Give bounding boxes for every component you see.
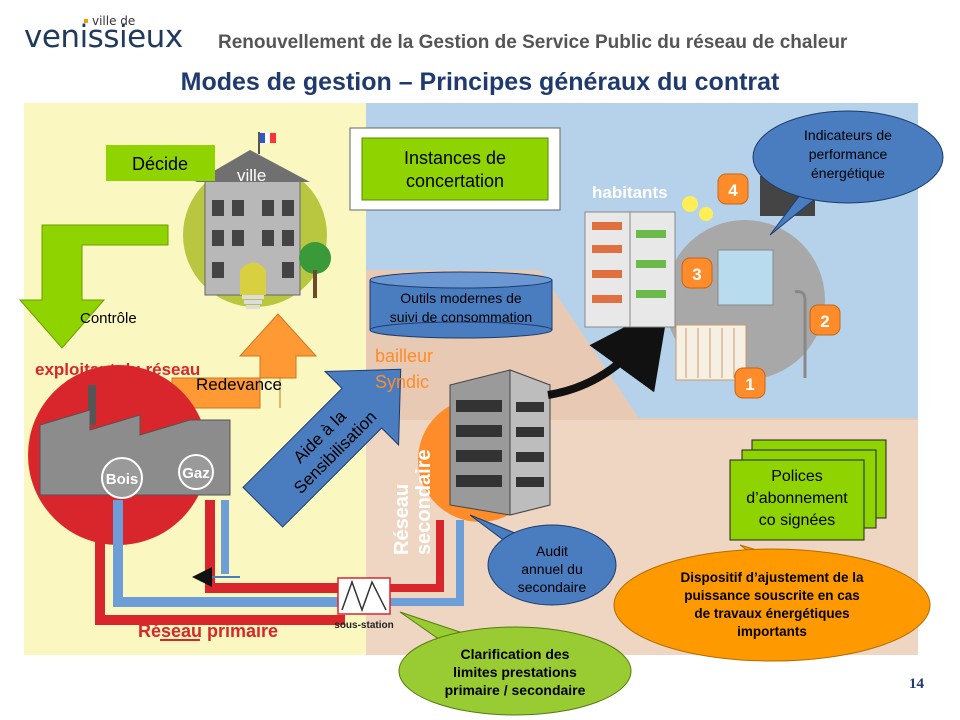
clarification-callout — [398, 611, 632, 716]
controle-label: Contrôle — [80, 310, 137, 327]
decide-label: Décide — [132, 154, 188, 174]
polices-line2: d’abonnement — [746, 490, 848, 507]
step-2: 2 — [820, 312, 829, 331]
step-badges — [681, 173, 841, 399]
clarif-line3: primaire / secondaire — [445, 682, 586, 698]
redevance-arrow — [171, 313, 318, 409]
indicateurs-line3: énergétique — [811, 165, 885, 181]
header-title: Renouvellement de la Gestion de Service … — [218, 32, 848, 53]
decide-box — [106, 145, 215, 181]
reseau-secondaire-line2: secondaire — [413, 449, 435, 555]
dispositif-line4: importants — [737, 624, 807, 639]
building-to-habitants-arrow — [547, 304, 669, 399]
polices-line1: Polices — [771, 468, 823, 485]
instances-box — [361, 137, 549, 201]
audit-callout — [469, 514, 617, 606]
audit-line2: annuel du — [521, 561, 583, 577]
ville-label: ville — [237, 166, 266, 185]
instances-line1: Instances de — [404, 148, 506, 168]
step-1: 1 — [745, 375, 754, 394]
dispositif-line3: de travaux énergétiques — [694, 606, 849, 621]
factory-illustration — [28, 365, 231, 545]
bailleur-label: bailleur — [375, 346, 433, 366]
indicateurs-callout — [752, 110, 944, 236]
slide-title: Modes de gestion – Principes généraux du… — [180, 68, 780, 96]
outils-cylinder — [369, 271, 553, 339]
clarif-line1: Clarification des — [461, 646, 570, 662]
logo-dot — [84, 19, 88, 23]
habitants-label: habitants — [592, 183, 668, 202]
dispositif-line1: Dispositif d’ajustement de la — [680, 570, 864, 585]
step-4: 4 — [728, 181, 738, 200]
bois-label: Bois — [106, 471, 139, 488]
page-number: 14 — [909, 676, 924, 692]
controle-arrow — [18, 224, 169, 349]
syndic-label: Syndic — [375, 372, 429, 392]
clarif-line2: limites prestations — [453, 664, 577, 680]
primary-network-pipes — [95, 500, 464, 641]
sous-station-label: sous-station — [334, 620, 393, 631]
redevance-label: Redevance — [196, 375, 282, 394]
polices-line3: co signées — [759, 512, 836, 529]
dispositif-line2: puissance souscrite en cas — [684, 588, 860, 603]
ville-building — [183, 132, 331, 309]
instances-line2: concertation — [406, 171, 504, 191]
reseau-primaire-label: Réseau primaire — [138, 621, 278, 641]
indicateurs-line1: Indicateurs de — [804, 127, 892, 143]
sous-station-icon — [337, 577, 391, 615]
step-3: 3 — [692, 265, 701, 284]
indicateurs-line2: performance — [809, 146, 888, 162]
audit-line1: Audit — [536, 543, 568, 559]
outils-line2: suivi de consommation — [390, 309, 532, 325]
audit-line3: secondaire — [518, 579, 587, 595]
polices-stack — [729, 439, 887, 541]
outils-line1: Outils modernes de — [400, 290, 522, 306]
gaz-label: Gaz — [182, 465, 210, 482]
dispositif-callout — [613, 544, 931, 662]
tenant-building — [418, 369, 551, 522]
logo-subtitle: ville de — [92, 14, 136, 28]
reseau-secondaire-line1: Réseau — [391, 484, 413, 555]
venissieux-logo: venissieux — [24, 19, 183, 55]
